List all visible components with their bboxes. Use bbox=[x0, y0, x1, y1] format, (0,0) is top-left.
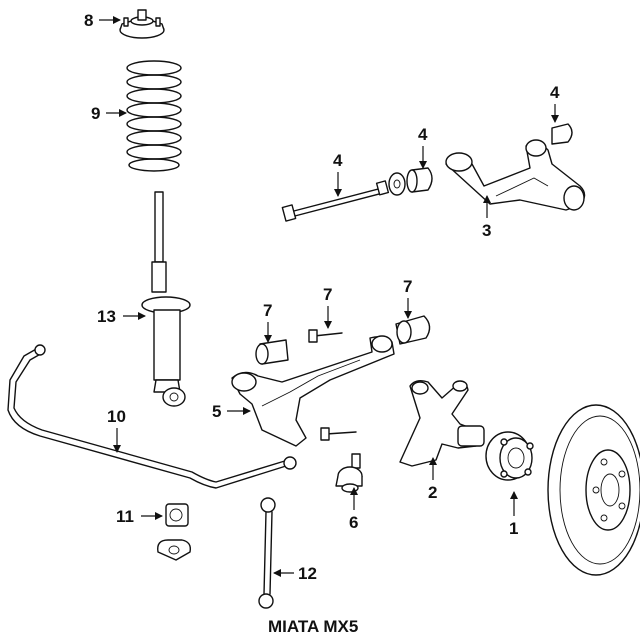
cam-bolt-part bbox=[281, 180, 390, 222]
callout-4-bushing: 4 bbox=[418, 125, 428, 144]
callout-13: 13 bbox=[97, 307, 116, 326]
callout-6: 6 bbox=[349, 513, 358, 532]
brake-rotor-part bbox=[547, 404, 640, 576]
diagram-caption: MIATA MX5 bbox=[268, 617, 358, 636]
coil-spring-part bbox=[126, 60, 182, 172]
stabilizer-bar-part bbox=[7, 344, 297, 489]
lower-control-arm-part bbox=[231, 335, 395, 447]
callout-10: 10 bbox=[107, 407, 126, 426]
callout-12: 12 bbox=[298, 564, 317, 583]
leader-lines bbox=[99, 16, 559, 577]
callout-2: 2 bbox=[428, 483, 437, 502]
upper-control-arm-part bbox=[445, 123, 586, 211]
callout-11: 11 bbox=[116, 507, 134, 526]
stabilizer-link-part bbox=[258, 497, 276, 609]
callout-3: 3 bbox=[482, 221, 491, 240]
callout-5: 5 bbox=[212, 402, 221, 421]
callout-7-right: 7 bbox=[403, 277, 412, 296]
steering-knuckle-part bbox=[399, 379, 485, 467]
bushing-washer-part bbox=[388, 167, 433, 196]
callout-7-left: 7 bbox=[263, 301, 272, 320]
callout-1: 1 bbox=[509, 519, 518, 538]
callout-7-mid: 7 bbox=[323, 285, 332, 304]
callout-8: 8 bbox=[84, 11, 93, 30]
shock-absorber-part bbox=[141, 191, 191, 407]
upper-mount-part bbox=[119, 9, 165, 39]
callout-4-bolt: 4 bbox=[333, 151, 343, 170]
lower-arm-bushings-part bbox=[255, 315, 431, 365]
callout-4-upper: 4 bbox=[550, 83, 560, 102]
stabilizer-bushing-part bbox=[157, 503, 192, 561]
callout-labels: 8 9 13 4 4 4 3 7 7 7 5 10 11 12 6 2 1 bbox=[84, 11, 560, 583]
callout-9: 9 bbox=[91, 104, 100, 123]
wheel-hub-part bbox=[485, 431, 534, 481]
ball-joint-part bbox=[335, 453, 363, 493]
